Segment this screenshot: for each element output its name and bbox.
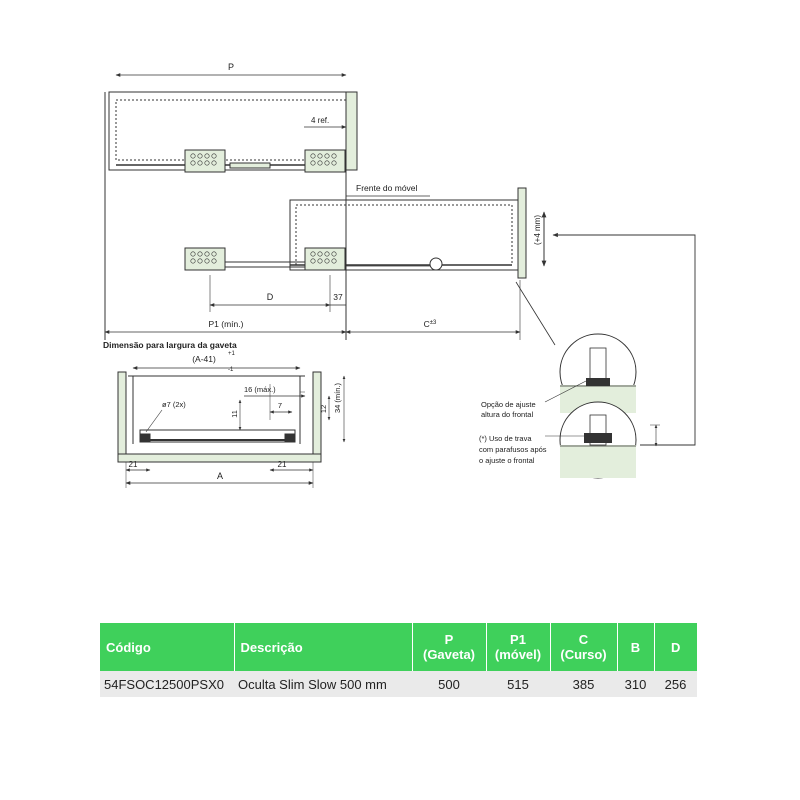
detail-circle-bottom <box>559 401 660 479</box>
dim-label-34min: 34 (mín.) <box>333 382 342 413</box>
dim-label-frente: Frente do móvel <box>356 183 418 193</box>
dim-label-c: C±3 <box>424 319 437 329</box>
open-drawer-view <box>184 187 527 340</box>
technical-drawing: P 4 ref. Frente do móvel (+4 mm) D 37 P1… <box>103 62 696 488</box>
callout-adjust-1: Opção de ajuste <box>481 400 536 409</box>
callout-leader <box>515 281 556 346</box>
spec-table: Código Descrição P(Gaveta) P1(móvel) C(C… <box>100 623 697 697</box>
dim-label-a: A <box>217 471 223 481</box>
header-d: D <box>654 623 697 671</box>
dim-label-21-left: 21 <box>129 460 138 469</box>
cell-p: 500 <box>412 671 486 697</box>
header-descricao: Descrição <box>234 623 413 671</box>
return-arrow <box>552 232 696 446</box>
dim-label-tol-minus: -1 <box>228 367 234 373</box>
dim-label-11: 11 <box>230 410 239 418</box>
cell-c: 385 <box>550 671 617 697</box>
table-row: 54FSOC12500PSX0 Oculta Slim Slow 500 mm … <box>100 671 697 697</box>
dim-label-a41: (A-41) <box>192 354 216 364</box>
dim-label-12: 12 <box>319 405 328 413</box>
cell-b: 310 <box>617 671 654 697</box>
cell-descricao: Oculta Slim Slow 500 mm <box>234 671 412 697</box>
header-p1: P1(móvel) <box>486 623 551 671</box>
closed-drawer-view <box>104 91 358 340</box>
cell-p1: 515 <box>486 671 550 697</box>
table-header-row: Código Descrição P(Gaveta) P1(móvel) C(C… <box>100 623 697 671</box>
callout-note-2: com parafusos após <box>479 445 547 454</box>
adjust-leader <box>544 380 587 403</box>
dim-label-p1: P1 (mín.) <box>209 319 244 329</box>
dim-label-37: 37 <box>333 292 343 302</box>
callout-note-1: (*) Uso de trava <box>479 434 532 443</box>
dim-label-16max: 16 (máx.) <box>244 385 276 394</box>
header-b: B <box>617 623 655 671</box>
section-drawer <box>117 371 322 463</box>
phi7-leader <box>145 409 163 433</box>
header-codigo: Código <box>100 623 235 671</box>
cell-d: 256 <box>654 671 697 697</box>
dim-label-tol-plus: +1 <box>228 351 236 357</box>
header-c: C(Curso) <box>550 623 618 671</box>
dim-label-d: D <box>267 292 274 302</box>
callout-note-3: o ajuste o frontal <box>479 456 535 465</box>
dim-label-4-ref: 4 ref. <box>311 116 329 125</box>
header-p: P(Gaveta) <box>412 623 487 671</box>
callout-adjust-2: altura do frontal <box>481 410 533 419</box>
cell-codigo: 54FSOC12500PSX0 <box>100 671 234 697</box>
open-drawer-holes <box>190 251 337 264</box>
closed-drawer-holes <box>190 153 337 166</box>
section-title: Dimensão para largura da gaveta <box>103 340 237 350</box>
dim-label-plus4: (+4 mm) <box>533 215 542 245</box>
dim-label-7: 7 <box>278 401 282 410</box>
detail-circle-top <box>559 333 637 413</box>
dim-label-p: P <box>228 62 234 72</box>
dim-label-phi7: ø7 (2x) <box>162 400 186 409</box>
dim-label-21-right: 21 <box>278 460 287 469</box>
